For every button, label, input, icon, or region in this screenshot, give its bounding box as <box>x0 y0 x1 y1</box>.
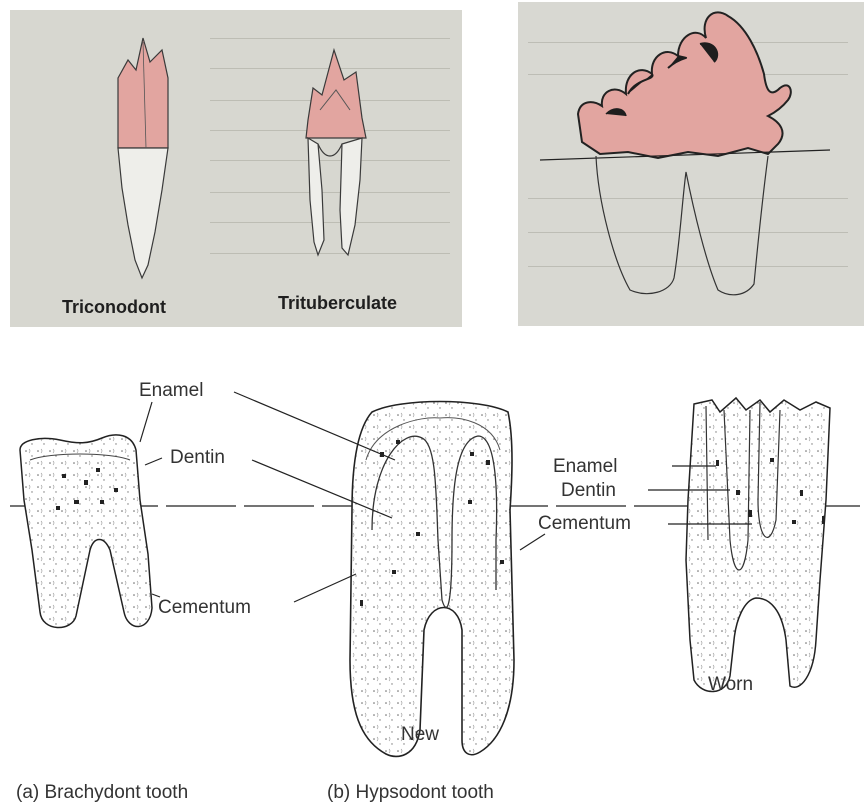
trituberculate-enamel-crown <box>306 50 366 138</box>
brachydont-dentin-label: Dentin <box>170 447 225 469</box>
wavy-crown-enamel <box>578 12 791 158</box>
wavy-crown-tooth <box>540 12 830 294</box>
trituberculate-label: Trituberculate <box>278 293 397 314</box>
hypsodont-new-tooth <box>350 402 514 757</box>
brachydont-hypsodont-panel: Enamel Dentin Cementum Enamel Dentin Cem… <box>0 340 864 805</box>
brachydont-enamel-label: Enamel <box>139 380 203 402</box>
worn-tooth-label: Worn <box>708 674 753 696</box>
triconodont-root <box>118 148 168 278</box>
triconodont-tooth <box>118 38 168 278</box>
hypsodont-worn-tooth <box>686 398 830 692</box>
trituberculate-root-right <box>340 138 362 255</box>
triconodont-label: Triconodont <box>62 297 166 318</box>
tooth-types-panel: Triconodont Trituberculate <box>10 10 462 327</box>
brachydont-tooth <box>20 435 152 628</box>
brachydont-caption: (a) Brachydont tooth <box>16 782 188 804</box>
crown-sketch-drawing <box>518 2 864 326</box>
worn-enamel-label: Enamel <box>553 456 617 478</box>
brachydont-outline <box>20 435 152 628</box>
new-tooth-label: New <box>401 724 439 746</box>
tooth-types-drawing <box>10 10 462 327</box>
trituberculate-root-left <box>308 138 324 255</box>
trituberculate-tooth <box>306 50 366 255</box>
hypsodont-worn-outline <box>686 398 830 692</box>
worn-cementum-label: Cementum <box>538 513 631 535</box>
worn-dentin-label: Dentin <box>561 480 616 502</box>
crown-sketch-panel <box>518 2 864 326</box>
crown-sketch-roots <box>596 156 768 295</box>
brachydont-cementum-label: Cementum <box>158 597 251 619</box>
hypsodont-caption: (b) Hypsodont tooth <box>327 782 494 804</box>
